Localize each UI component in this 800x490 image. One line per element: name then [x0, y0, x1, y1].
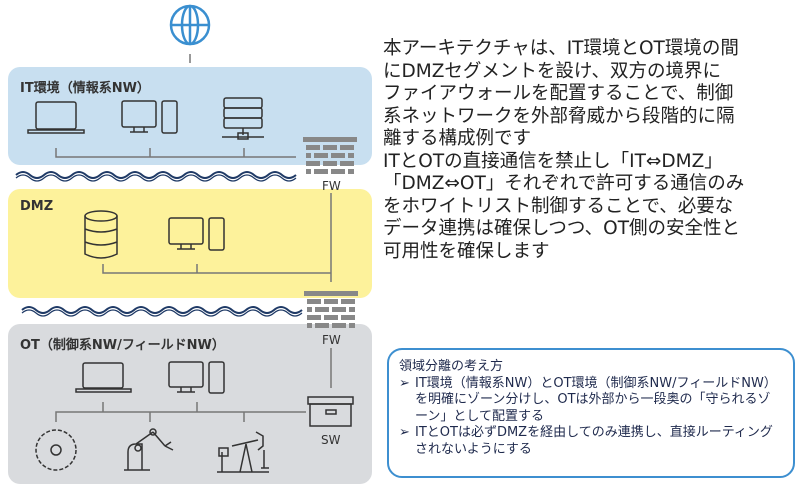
- arrow-bullet-icon: ➢: [399, 375, 410, 391]
- robot-arm-icon: [124, 428, 174, 471]
- zone-separation-callout: 領域分離の考え方 ➢ IT環境（情報系NW）とOT環境（制御系NW/フィールドNW…: [387, 348, 795, 478]
- firewall-icon: [303, 137, 357, 174]
- callout-bullet: ➢ ITとOTは必ずDMZを経由してのみ連携し、直接ルーティングされないようにする: [399, 425, 783, 458]
- description-line: 系ネットワークを外部脅威から段階的に隔: [383, 105, 735, 127]
- firewall-label: FW: [322, 333, 341, 347]
- it-zone: IT環境（情報系NW）: [8, 67, 372, 165]
- ot-zone-label: OT（制御系NW/フィールドNW）: [20, 338, 225, 353]
- description-line: をホワイトリスト制御することで、必要な: [383, 195, 734, 217]
- callout-bullet-text: ITとOTは必ずDMZを経由してのみ連携し、直接ルーティングされないようにする: [415, 425, 773, 457]
- globe-icon: [169, 4, 211, 46]
- architecture-description: 本アーキテクチャは、IT環境とOT環境の間 にDMZセグメントを設け、双方の境界…: [383, 38, 744, 263]
- desktop-pc-icon: [121, 100, 178, 134]
- description-line: データ連携は確保しつつ、OT側の安全性と: [383, 218, 741, 239]
- database-icon: [84, 210, 118, 259]
- gear-icon: [35, 429, 77, 471]
- firewall-icon: [304, 291, 358, 328]
- desktop-pc-icon: [168, 217, 225, 251]
- description-line: にDMZセグメントを設け、双方の境界に: [383, 60, 721, 82]
- description-line: 離する構成例です: [383, 128, 532, 149]
- description-line: ファイアウォールを配置することで、制御: [383, 83, 734, 104]
- laptop-icon: [27, 101, 85, 134]
- firewall-label: FW: [322, 179, 341, 193]
- switch-label: SW: [321, 433, 341, 447]
- boundary-wave-2: [21, 306, 303, 314]
- it-zone-label: IT環境（情報系NW）: [20, 81, 150, 96]
- desktop-pc-icon: [168, 361, 225, 394]
- callout-bullet: ➢ IT環境（情報系NW）とOT環境（制御系NW/フィールドNW）を明確にゾーン分…: [399, 376, 783, 426]
- description-line: 可用性を確保します: [383, 240, 550, 262]
- description-line: 「DMZ⇔OT」それぞれで許可する通信のみ: [383, 173, 745, 194]
- switch-icon: [307, 396, 354, 427]
- callout-title: 領域分離の考え方: [399, 359, 504, 374]
- callout-bullet-text: IT環境（情報系NW）とOT環境（制御系NW/フィールドNW）を明確にゾーン分け…: [415, 375, 777, 424]
- laptop-icon: [75, 362, 132, 393]
- oil-pump-icon: [217, 431, 269, 473]
- server-icon: [222, 97, 264, 140]
- dmz-zone-label: DMZ: [20, 199, 54, 214]
- description-line: ITとOTの直接通信を禁止し「IT⇔DMZ」: [383, 150, 723, 172]
- boundary-wave-1: [15, 171, 297, 179]
- arrow-bullet-icon: ➢: [399, 425, 410, 440]
- description-line: 本アーキテクチャは、IT環境とOT環境の間: [383, 38, 739, 59]
